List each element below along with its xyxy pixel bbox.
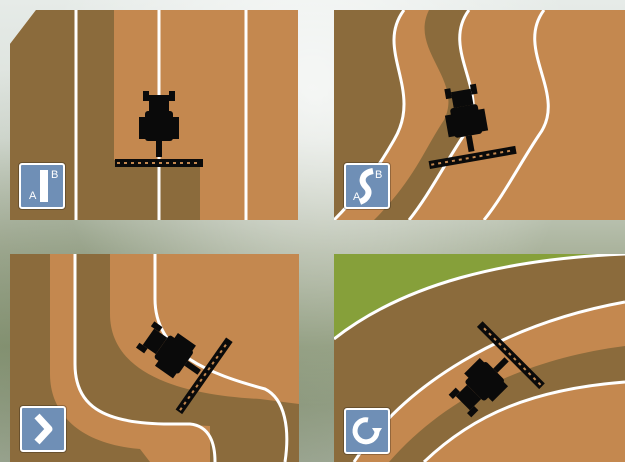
pivot-mode-button[interactable] [344, 408, 390, 454]
badge-letter-a: A [29, 191, 36, 202]
badge-letter-a: A [353, 192, 360, 203]
curved-ab-mode-button[interactable]: A B [344, 163, 390, 209]
guidance-mode-pivot-tile[interactable] [334, 254, 625, 462]
chevron-right-icon [22, 408, 64, 450]
straight-ab-mode-button[interactable]: A B [19, 163, 65, 209]
headland-mode-button[interactable] [20, 406, 66, 452]
circular-arrow-icon [346, 410, 388, 452]
badge-letter-b: B [51, 170, 58, 181]
guidance-mode-headland-tile[interactable] [10, 254, 299, 462]
guidance-mode-straight-ab-tile[interactable]: A B [10, 10, 298, 220]
guidance-mode-curved-ab-tile[interactable]: A B [334, 10, 625, 220]
badge-letter-b: B [375, 170, 382, 181]
